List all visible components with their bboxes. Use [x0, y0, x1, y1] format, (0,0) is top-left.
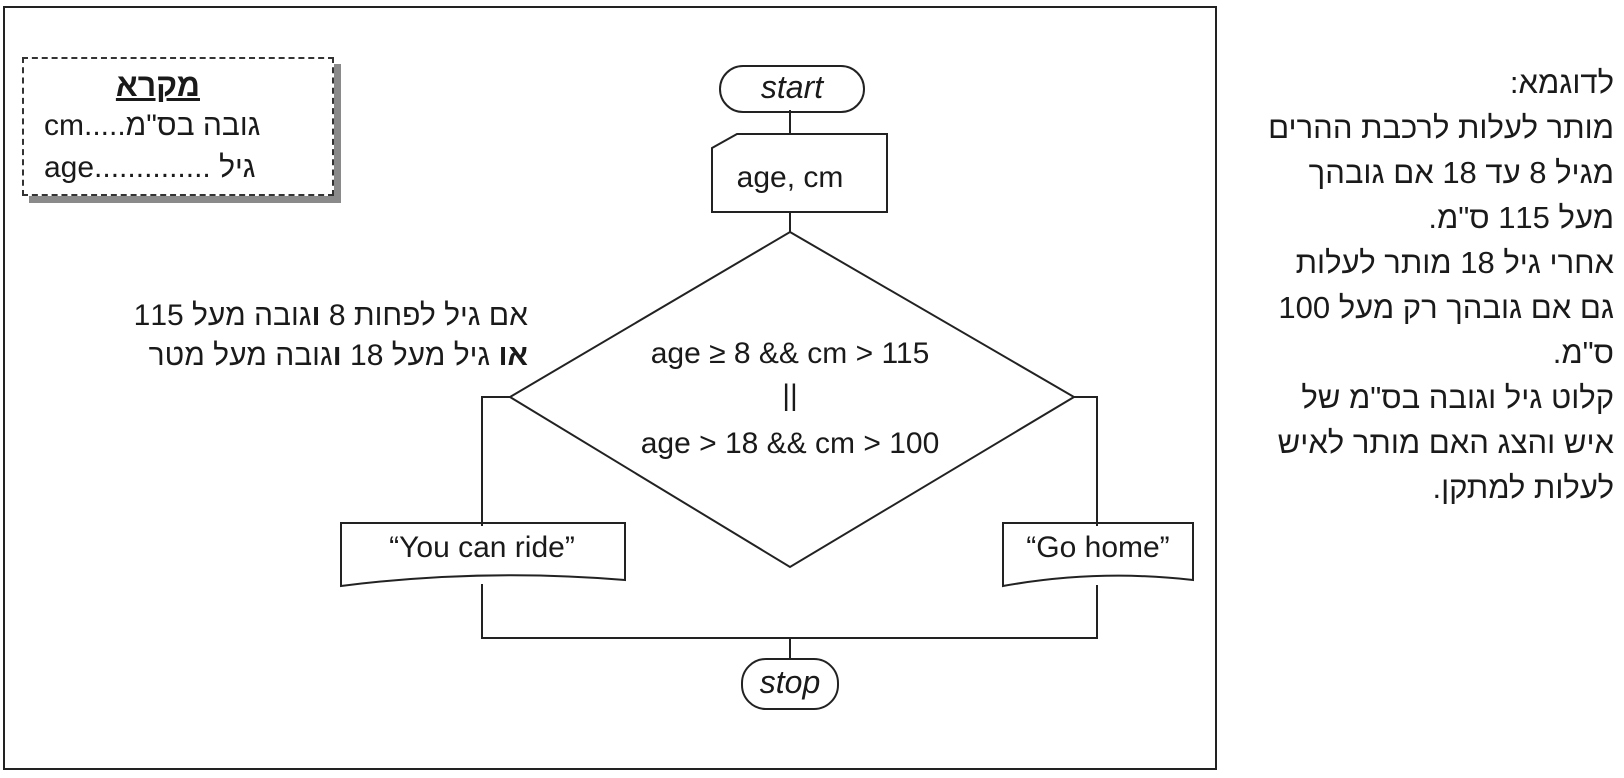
example-line: ס"מ.	[1552, 335, 1614, 370]
start-terminal	[719, 65, 865, 113]
example-text: לדוגמא: מותר לעלות לרכבת ההרים מגיל 8 עד…	[1224, 60, 1614, 510]
legend-title: מקרא	[115, 67, 200, 103]
condition-note: אם גיל לפחות 8 וגובה מעל 115 או גיל מעל …	[18, 296, 528, 376]
example-line: מעל 115 ס"מ.	[1428, 200, 1614, 235]
output-yes-node	[340, 522, 626, 588]
note-bold-and: ו	[332, 339, 342, 372]
note-text: אם גיל לפחות 8	[320, 299, 528, 332]
condition-line-1: age ≥ 8 && cm > 115	[651, 337, 930, 370]
input-node	[711, 133, 888, 213]
condition-note-line-2: או גיל מעל 18 וגובה מעל מטר	[18, 336, 528, 376]
legend-row-cm: cm.....גובה בס"מ	[44, 109, 261, 142]
decision-node	[508, 230, 1076, 569]
example-line: לדוגמא:	[1509, 65, 1614, 100]
connector-merge	[481, 584, 1098, 639]
condition-line-2: ||	[782, 379, 798, 412]
connector-no	[1074, 396, 1098, 526]
condition-note-line-1: אם גיל לפחות 8 וגובה מעל 115	[18, 296, 528, 336]
stop-terminal	[741, 658, 839, 710]
example-line: קלוט גיל וגובה בס"מ של	[1301, 380, 1614, 415]
note-text: גיל מעל 18	[341, 339, 499, 372]
connector-yes	[481, 396, 510, 526]
input-label: age, cm	[737, 161, 844, 194]
output-yes-label: “You can ride”	[389, 531, 575, 564]
note-text: גובה מעל מטר	[148, 339, 333, 372]
example-line: מגיל 8 עד 18 אם גובהך	[1308, 155, 1614, 190]
legend-row-age: age.............. גיל	[44, 151, 256, 184]
example-line: איש והצג האם מותר לאיש	[1277, 425, 1614, 460]
example-line: מותר לעלות לרכבת ההרים	[1268, 110, 1614, 145]
legend-box: מקרא cm.....גובה בס"מ age.............. …	[22, 57, 334, 196]
diagram-frame	[3, 6, 1217, 770]
output-no-node	[1002, 522, 1194, 588]
output-no-label: “Go home”	[1026, 531, 1169, 564]
example-line: לעלות למתקן.	[1432, 470, 1614, 505]
stop-label: stop	[760, 664, 820, 700]
note-text: גובה מעל 115	[133, 299, 312, 332]
note-bold-or: או	[498, 339, 528, 372]
condition-line-3: age > 18 && cm > 100	[641, 427, 940, 460]
note-bold-and: ו	[311, 299, 321, 332]
start-label: start	[761, 69, 824, 105]
example-line: גם אם גובהך רק מעל 100	[1278, 290, 1614, 325]
example-line: אחרי גיל 18 מותר לעלות	[1295, 245, 1614, 280]
